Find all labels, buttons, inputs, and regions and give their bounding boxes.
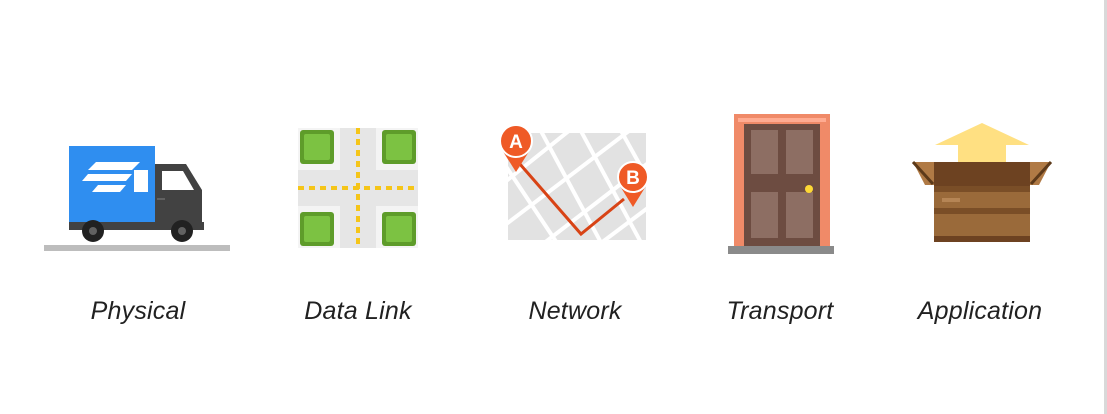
delivery-truck-icon	[44, 146, 230, 251]
layer-label-network: Network	[528, 297, 622, 325]
layer-network: A B Network	[475, 0, 675, 414]
layer-transport: Transport	[680, 0, 880, 414]
marker-label-a: A	[509, 132, 523, 153]
route-map-icon: A B	[499, 124, 649, 240]
layer-label-physical: Physical	[90, 297, 186, 325]
layer-label-data-link: Data Link	[304, 297, 412, 325]
layer-physical: Physical	[40, 0, 236, 414]
right-edge-border	[1104, 0, 1107, 414]
layer-application: Application	[880, 0, 1080, 414]
door-icon	[728, 114, 834, 254]
open-box-icon	[911, 123, 1053, 242]
layer-label-application: Application	[917, 297, 1043, 325]
intersection-icon	[298, 128, 418, 248]
marker-label-b: B	[626, 168, 640, 189]
layer-label-transport: Transport	[726, 297, 834, 325]
layer-data-link: Data Link	[258, 0, 458, 414]
